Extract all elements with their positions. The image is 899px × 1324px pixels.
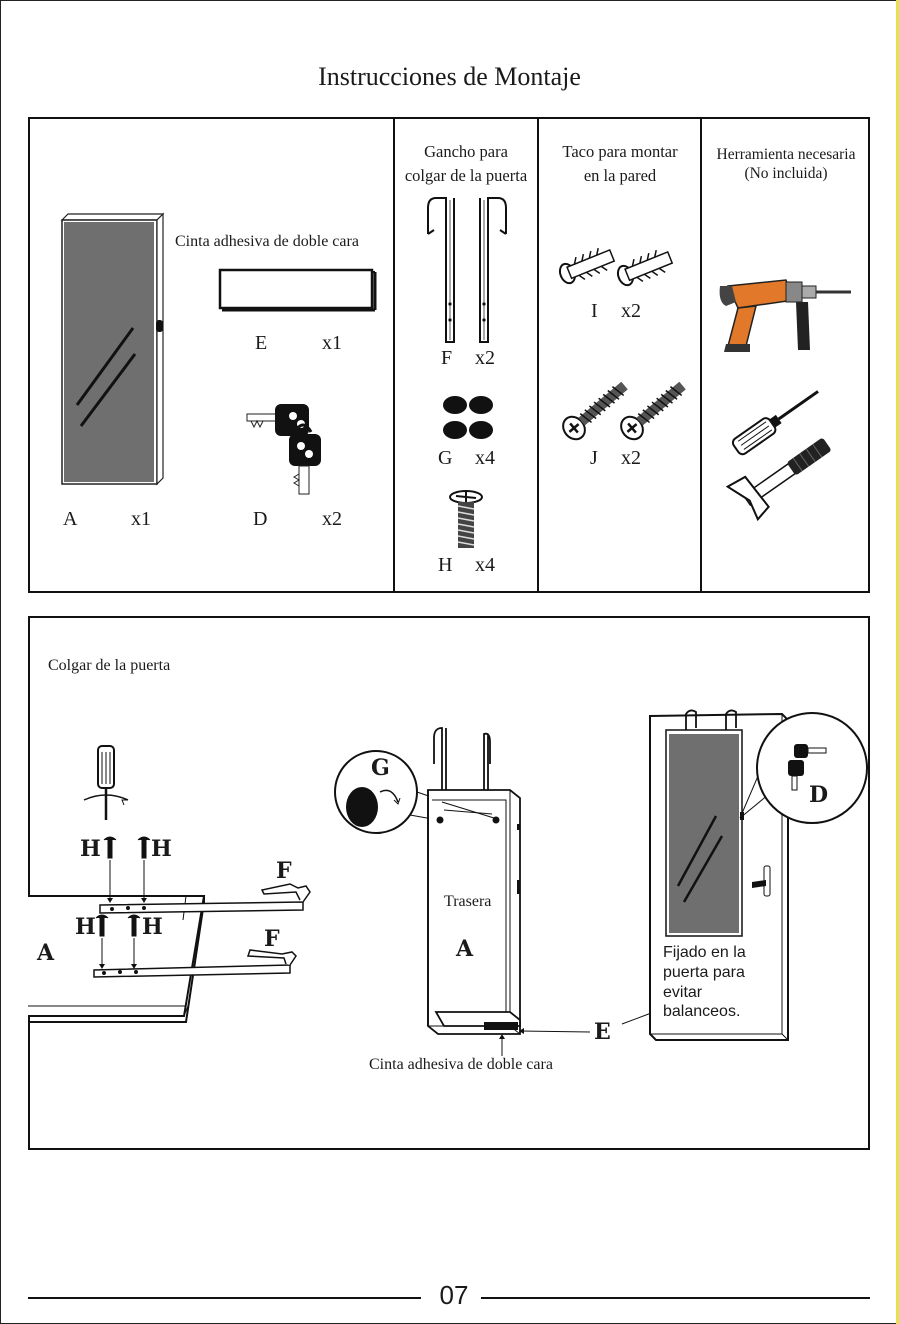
step-box <box>28 616 870 1150</box>
callout-f-2: F <box>264 926 280 952</box>
door-drawing <box>621 709 868 1041</box>
hook-qty: x2 <box>475 347 495 369</box>
key-qty: x2 <box>322 508 342 530</box>
hook-header-line1: Gancho para <box>424 142 508 161</box>
anchor-header-line2: en la pared <box>583 166 657 185</box>
wall-screw-icon <box>562 381 686 441</box>
tools-header-line1: Herramienta necesaria <box>716 146 856 163</box>
callout-e: E <box>594 1019 611 1045</box>
parts-box <box>28 117 870 593</box>
door-note-1: Fijado en la <box>663 944 746 961</box>
hook-header-line2: colgar de la puerta <box>404 166 528 185</box>
tape-qty: x1 <box>322 332 342 354</box>
hook-icon <box>427 197 507 343</box>
callout-d: D <box>809 782 829 808</box>
callout-h-4: H <box>142 914 163 940</box>
hook-assembly-drawing <box>28 745 311 1023</box>
pad-icon <box>443 396 493 439</box>
pad-letter: G <box>438 447 453 469</box>
screwdriver-icon <box>731 390 819 456</box>
callout-a-2: A <box>456 936 474 962</box>
screw-icon <box>449 490 483 548</box>
wall-screw-letter: J <box>590 447 598 469</box>
step-title: Colgar de la puerta <box>48 657 171 674</box>
parts-divider-2 <box>537 117 539 593</box>
wall-screw-qty: x2 <box>621 447 641 469</box>
anchor-qty: x2 <box>621 300 641 322</box>
tape-letter: E <box>255 332 268 354</box>
key-icon <box>246 404 321 495</box>
callout-h-2: H <box>151 836 172 862</box>
page-title: Instrucciones de Montaje <box>318 62 581 91</box>
footer-rule-right <box>481 1297 870 1299</box>
callout-h-3: H <box>75 914 96 940</box>
screw-letter: H <box>438 554 453 576</box>
callout-f-1: F <box>276 858 292 884</box>
footer-rule-left <box>28 1297 421 1299</box>
back-label: Trasera <box>444 893 492 910</box>
callout-g: G <box>371 755 390 781</box>
parts-divider-3 <box>700 117 702 593</box>
key-letter: D <box>253 508 268 530</box>
drill-icon <box>719 279 851 352</box>
tape-label: Cinta adhesiva de doble cara <box>175 233 359 250</box>
door-note-2: puerta para <box>663 964 745 981</box>
page-number: 07 <box>439 1280 469 1310</box>
tape-caption: Cinta adhesiva de doble cara <box>369 1056 553 1073</box>
tools-header-line2: (No incluida) <box>744 165 828 182</box>
tape-icon <box>218 268 377 312</box>
door-note-4: balanceos. <box>663 1003 741 1020</box>
door-note-3: evitar <box>663 984 703 1001</box>
anchor-icon <box>558 247 674 287</box>
mirror-qty: x1 <box>131 508 151 530</box>
parts-divider-1 <box>393 117 395 593</box>
mirror-letter: A <box>63 508 78 530</box>
page-edge-accent <box>896 0 899 1324</box>
callout-a-1: A <box>37 940 55 966</box>
back-panel-drawing <box>334 727 591 1056</box>
anchor-letter: I <box>591 300 598 322</box>
hammer-icon <box>725 438 831 522</box>
hook-letter: F <box>441 347 453 369</box>
pad-qty: x4 <box>475 447 495 469</box>
callout-h-1: H <box>80 836 101 862</box>
screw-qty: x4 <box>475 554 495 576</box>
anchor-header-line1: Taco para montar <box>562 142 678 161</box>
mirror-icon <box>60 212 165 486</box>
